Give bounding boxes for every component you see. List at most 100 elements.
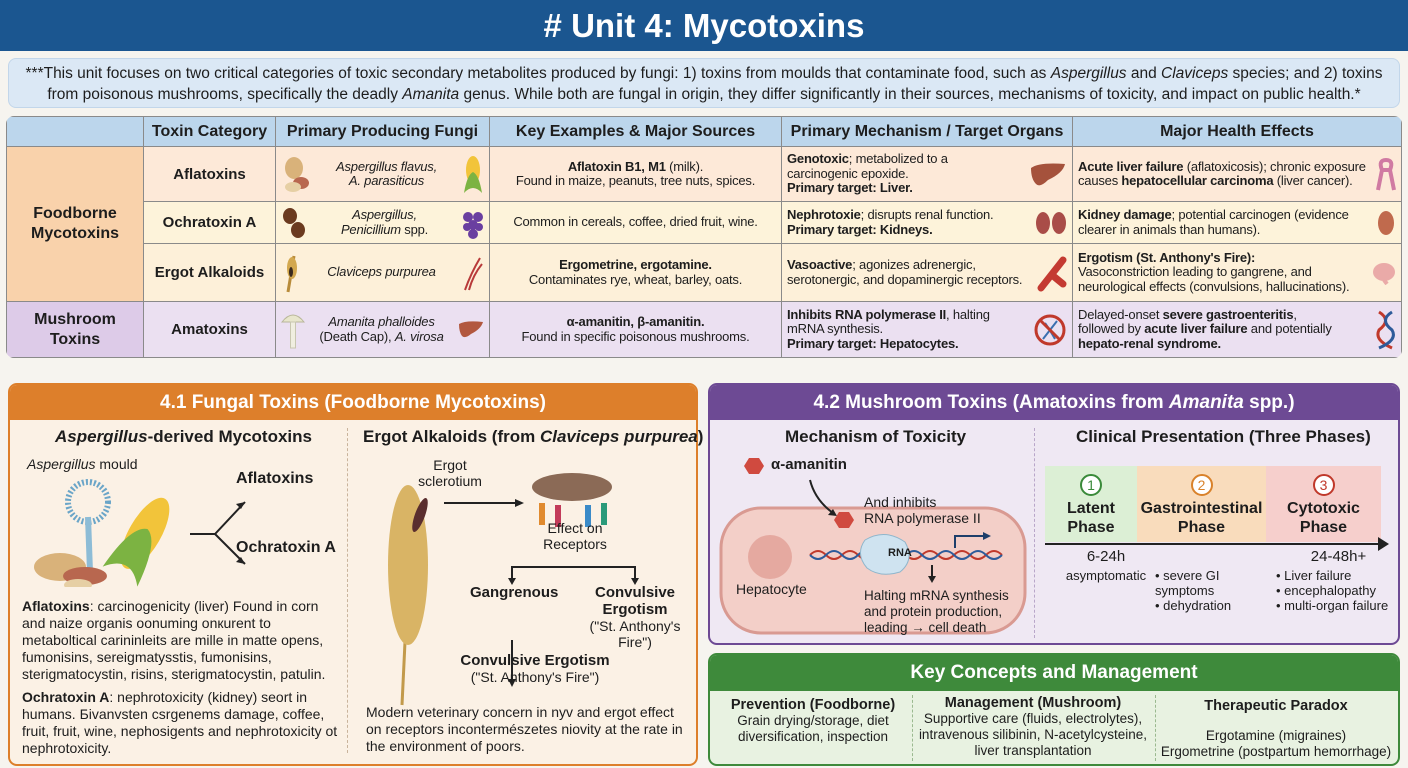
key-col-text: Grain drying/storage, diet diversificati… (737, 713, 889, 744)
liver-icon (459, 320, 483, 337)
convulsive-right-sub: ("St. Anthony's Fire") (589, 618, 681, 650)
text-segment: Delayed-onset (1078, 306, 1163, 322)
divider (347, 428, 348, 753)
text-segment: Claviceps purpurea (327, 264, 436, 280)
text-segment: Ergot Alkaloids (from (363, 427, 540, 446)
mechanism: Genotoxic; metabolized to a carcinogenic… (787, 152, 1025, 196)
ochratoxin-text: Ochratoxin A: nephrotoxicity (kidney) se… (22, 689, 342, 757)
cancer-ribbon-icon (1376, 158, 1396, 191)
table-header-row: Toxin Category Primary Producing Fungi K… (6, 116, 1402, 147)
bullet: • (1276, 568, 1285, 583)
text-segment: Ergotism (St. Anthony's Fire): (1078, 249, 1256, 265)
category: Amatoxins (143, 301, 276, 358)
phase-note-text: multi-organ failure (1284, 598, 1389, 613)
aspergillus-title: Aspergillus-derived Mycotoxins (55, 427, 312, 447)
text-segment: α-amanitin, β-amanitin. (566, 314, 705, 329)
bullet: • (1155, 598, 1164, 613)
phase-note: • multi-organ failure (1266, 598, 1408, 613)
text-segment: Vasoactive (787, 257, 853, 272)
effects: Acute liver failure (aflatoxicosis); chr… (1078, 158, 1372, 189)
gangrenous-label: Gangrenous (470, 584, 559, 601)
examples: α-amanitin, β-amanitin. Found in specifi… (489, 301, 782, 358)
examples: Common in cereals, coffee, dried fruit, … (489, 201, 782, 244)
key-col-title: Prevention (Foodborne) (730, 697, 896, 713)
divider (1155, 695, 1156, 761)
text-segment: ; agonizes adrenergic, serotonergic, and… (787, 257, 1023, 287)
grapes-icon (463, 211, 483, 239)
text-segment: Aspergillus (27, 456, 96, 472)
phase-note: asymptomatic (1045, 568, 1167, 583)
mechanism: Nephrotoxie; disrupts renal function. Pr… (787, 207, 1031, 237)
text-segment: and potentially (1247, 321, 1332, 337)
phase-number: 2 (1190, 474, 1213, 496)
text-segment: severe gastroenteritis (1162, 306, 1294, 322)
aflatoxins-text: Aflatoxins: carcinogenicity (liver) Foun… (22, 598, 342, 683)
text-segment: spp.) (1243, 392, 1295, 413)
text-segment: A. parasiticus (348, 173, 425, 188)
phase-note-text: severe GI symptoms (1155, 568, 1220, 598)
effects: Kidney damage; potential carcinogen (evi… (1078, 207, 1372, 237)
effects: Delayed-onset severe gastroenteritis, fo… (1078, 306, 1372, 352)
text-segment: , halting mRNA synthesis. (787, 306, 990, 337)
text-segment: Amanita (1168, 392, 1244, 413)
text-segment: Ergometrine, ergotamine. (559, 257, 712, 272)
aspergillus-illustration (34, 479, 246, 587)
category: Ochratoxin A (143, 201, 276, 244)
phase-number: 3 (1312, 474, 1335, 496)
text-segment: acute liver failure (1144, 321, 1248, 337)
artery-icon (1037, 256, 1067, 291)
timeline-arrow-icon (1378, 537, 1389, 551)
aspergillus-mould-icon (65, 479, 111, 573)
text-segment: Vasoconstriction leading to gangrene, an… (1078, 264, 1350, 294)
text-segment: hepato-renal syndrome. (1078, 335, 1221, 351)
text-segment: (aflatoxicosis); chronic exposure causes (1078, 158, 1366, 188)
intro-text: ***This unit focuses on two critical cat… (8, 58, 1400, 108)
nucleus-icon (748, 535, 792, 579)
fungi: Amanita phalloides (Death Cap), A. viros… (309, 314, 454, 344)
effects: Ergotism (St. Anthony's Fire): Vasoconst… (1078, 249, 1368, 295)
phase-note: • Liver failure (1266, 568, 1408, 583)
text-segment: Nephrotoxie (787, 207, 861, 222)
brain-icon (1373, 262, 1395, 285)
mushroom-icon (281, 314, 305, 348)
text-segment: Claviceps (1161, 65, 1229, 82)
inhibits-label: And inhibits RNA polymerase II (864, 494, 981, 526)
ergot-title: Ergot Alkaloids (from Claviceps purpurea… (363, 427, 703, 447)
convulsive-bottom-label: Convulsive Ergotism (460, 652, 610, 669)
hepatocyte-label: Hepatocyte (736, 581, 807, 597)
phase-note-text: encephalopathy (1284, 583, 1376, 598)
text-segment: ; potential carcinogen (evidence clearer… (1078, 207, 1349, 237)
toxin-hexagon-icon (744, 458, 764, 474)
text-segment: Amanita phalloides (328, 314, 435, 329)
divider (912, 695, 913, 761)
text-segment: spp. (400, 221, 429, 237)
wheat-icon (388, 485, 428, 706)
timeline-axis (1045, 543, 1380, 545)
examples: Aflatoxin B1, M1 (milk). Found in maize,… (489, 146, 782, 202)
text-segment: (Death Cap), (319, 328, 392, 344)
text-segment: Penicillium (340, 221, 401, 237)
bullet: • (1155, 568, 1164, 583)
ergot-note: Modern veterinary concern in nyv and erg… (366, 704, 683, 754)
kidneys-icon (1036, 211, 1066, 234)
fungal-panel-title: 4.1 Fungal Toxins (Foodborne Mycotoxins) (10, 385, 696, 420)
header-fungi: Primary Producing Fungi (275, 116, 490, 147)
clinical-title: Clinical Presentation (Three Phases) (1076, 427, 1371, 446)
text-segment: Inhibits RNA polymerase II (787, 306, 947, 322)
text-segment: Acute liver failure (1078, 158, 1184, 174)
peanut-icon (285, 157, 309, 192)
text-segment: Common in cereals, coffee, dried fruit, … (513, 214, 758, 230)
text-segment: (milk). Found in maize, peanuts, tree nu… (515, 158, 756, 188)
convulsive-bottom: Convulsive Ergotism("St. Anthony's Fire"… (435, 652, 635, 685)
group-foodborne: Foodborne Mycotoxins (6, 146, 144, 302)
mechanism-title: Mechanism of Toxicity (785, 427, 967, 446)
key-col-prevention: Prevention (Foodborne)Grain drying/stora… (718, 697, 908, 745)
toxin-label: α-amanitin (771, 456, 847, 473)
phase-name: Latent Phase (1067, 500, 1115, 536)
table-row: Foodborne Mycotoxins Aflatoxins Aspergil… (6, 146, 1402, 302)
text-segment: Aspergillus, (352, 207, 417, 222)
key-col-text: Ergotamine (migraines) Ergometrine (post… (1160, 728, 1392, 759)
phase-time: 24-48h+ (1310, 548, 1367, 565)
